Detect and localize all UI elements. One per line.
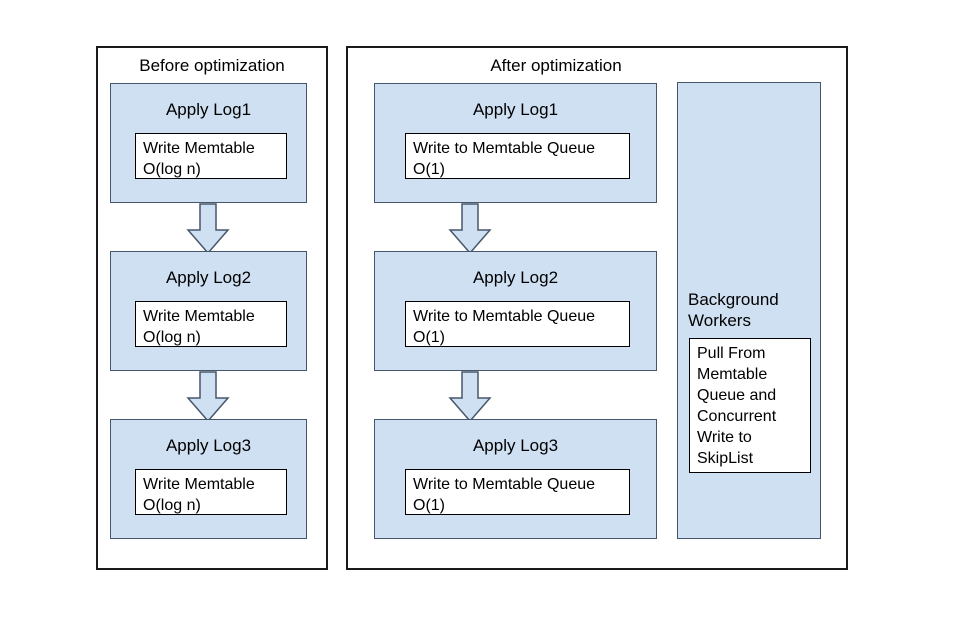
detail-line-1: Write Memtable — [143, 140, 255, 157]
detail-line-2: O(log n) — [143, 497, 201, 514]
detail-line-1: Write to Memtable Queue — [413, 140, 596, 157]
stage-label: Apply Log3 — [165, 436, 252, 455]
detail-line-2: O(1) — [413, 161, 445, 178]
arrow-down-icon — [186, 203, 230, 255]
detail-box-write-memtable: Write Memtable O(log n) — [135, 469, 287, 515]
detail-line-2: O(log n) — [143, 329, 201, 346]
stage-before-apply-log3[interactable]: Apply Log3 Write Memtable O(log n) — [110, 419, 307, 539]
stage-before-apply-log1[interactable]: Apply Log1 Write Memtable O(log n) — [110, 83, 307, 203]
detail-line-2: O(1) — [413, 497, 445, 514]
stage-before-apply-log2[interactable]: Apply Log2 Write Memtable O(log n) — [110, 251, 307, 371]
stage-after-apply-log2[interactable]: Apply Log2 Write to Memtable Queue O(1) — [374, 251, 657, 371]
stage-after-apply-log3[interactable]: Apply Log3 Write to Memtable Queue O(1) — [374, 419, 657, 539]
detail-line-2: O(1) — [413, 329, 445, 346]
stage-label: Apply Log2 — [472, 268, 559, 287]
stage-label: Apply Log3 — [472, 436, 559, 455]
detail-box-write-to-memtable-queue: Write to Memtable Queue O(1) — [405, 301, 630, 347]
stage-label: Apply Log1 — [472, 100, 559, 119]
stage-label: Apply Log2 — [165, 268, 252, 287]
stage-label: Apply Log1 — [165, 100, 252, 119]
detail-box-write-to-memtable-queue: Write to Memtable Queue O(1) — [405, 469, 630, 515]
stage-background-workers[interactable]: Background Workers Pull From Memtable Qu… — [677, 82, 821, 539]
arrow-down-icon — [448, 203, 492, 255]
arrow-down-icon — [186, 371, 230, 423]
panel-before-title: Before optimization — [139, 56, 285, 75]
detail-box-write-to-memtable-queue: Write to Memtable Queue O(1) — [405, 133, 630, 179]
arrow-down-icon — [448, 371, 492, 423]
detail-box-background-worker-task: Pull From Memtable Queue and Concurrent … — [689, 338, 811, 473]
background-workers-label: Background Workers — [688, 290, 779, 330]
detail-box-write-memtable: Write Memtable O(log n) — [135, 301, 287, 347]
stage-after-apply-log1[interactable]: Apply Log1 Write to Memtable Queue O(1) — [374, 83, 657, 203]
detail-box-write-memtable: Write Memtable O(log n) — [135, 133, 287, 179]
detail-line-1: Write to Memtable Queue — [413, 308, 596, 325]
detail-line-1: Write Memtable — [143, 308, 255, 325]
detail-line-1: Write Memtable — [143, 476, 255, 493]
detail-line-2: O(log n) — [143, 161, 201, 178]
detail-line-1: Write to Memtable Queue — [413, 476, 596, 493]
panel-after-title: After optimization — [490, 56, 622, 75]
